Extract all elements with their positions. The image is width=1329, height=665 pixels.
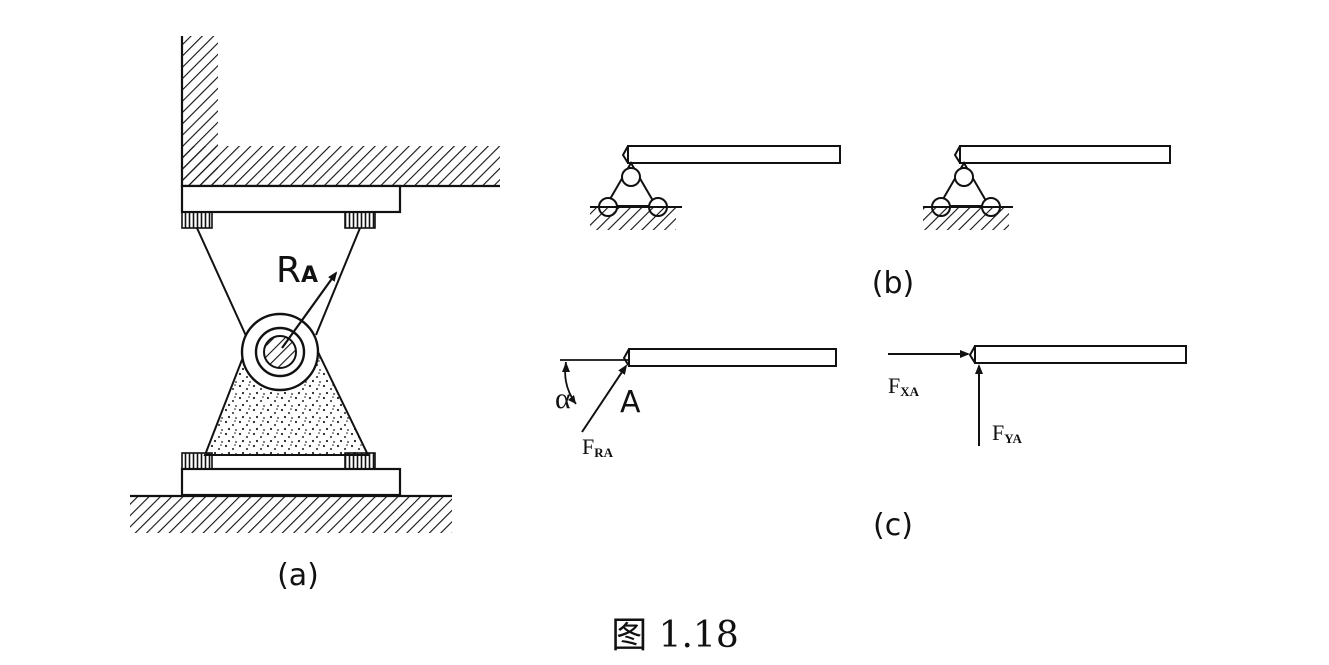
upper-block-left <box>181 211 213 229</box>
label-point-a: A <box>620 385 641 420</box>
wall-hatching <box>180 36 500 188</box>
base-plate <box>180 467 402 497</box>
beam-support-left <box>590 145 841 230</box>
cross-member-left <box>196 227 248 339</box>
fbd-left: α A FRA <box>555 348 837 460</box>
panel-a-bearing-assembly: RA (a) <box>130 36 500 593</box>
fbd-right: FXA FYA <box>888 345 1187 446</box>
beam-c-left <box>628 348 837 367</box>
upper-block-right <box>344 211 376 229</box>
lower-block-right <box>344 452 376 470</box>
bearing <box>240 312 320 392</box>
ground-hatching <box>130 494 452 533</box>
beam-left <box>627 145 841 164</box>
reaction-ra-arrow <box>281 271 338 349</box>
upper-plate <box>180 184 402 214</box>
panel-b-label: (b) <box>872 266 914 301</box>
label-ra: RA <box>276 250 318 291</box>
label-alpha: α <box>555 382 571 415</box>
beam-right <box>959 145 1171 164</box>
beam-support-right <box>923 145 1171 230</box>
panel-c-free-body: α A FRA FXA FYA (c) <box>555 345 1187 543</box>
force-fra-arrow <box>581 364 628 433</box>
panel-c-label: (c) <box>873 508 913 543</box>
figure-caption: 图 1.18 <box>611 615 739 656</box>
label-fra: FRA <box>582 434 614 460</box>
panel-a-label: (a) <box>277 558 319 593</box>
label-fxa: FXA <box>888 373 920 399</box>
label-fya: FYA <box>992 420 1022 446</box>
panel-b-supports: (b) <box>590 145 1171 301</box>
lower-block-left <box>181 452 213 470</box>
beam-c-right <box>974 345 1187 364</box>
cross-member-right <box>315 227 361 336</box>
